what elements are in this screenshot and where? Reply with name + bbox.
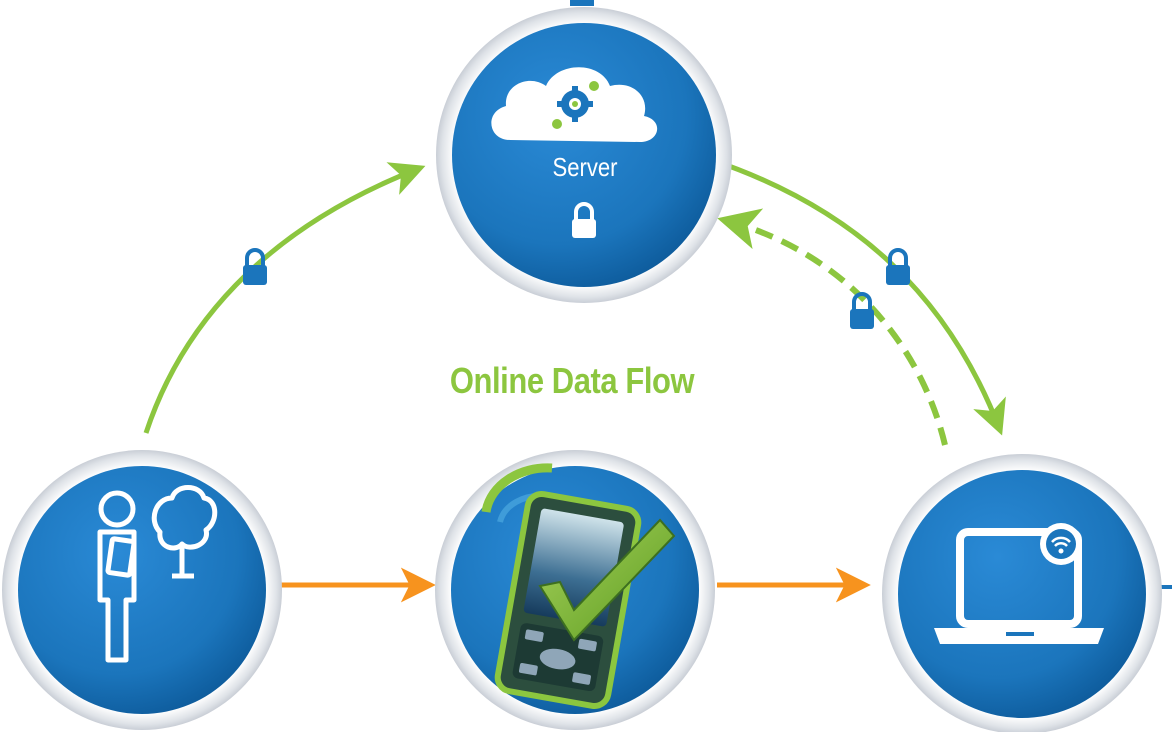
top-edge-accent [570, 0, 594, 6]
lock-icon [886, 248, 910, 285]
field-user-node [2, 450, 282, 730]
person-with-tablet-and-tree-icon [97, 485, 218, 663]
edge-user-to-server [143, 162, 426, 434]
lock-icon [243, 248, 267, 285]
diagram-title: Online Data Flow [449, 360, 695, 401]
laptop-wifi-icon [934, 523, 1104, 644]
lock-icon [850, 292, 874, 329]
edges [143, 157, 1006, 603]
mobile-device-node [435, 450, 715, 730]
cloud-gear-icon [491, 67, 658, 142]
lock-icon [572, 202, 596, 238]
edge-laptop-to-server-dashed [717, 208, 948, 446]
server-node [436, 7, 732, 303]
server-label: Server [552, 152, 618, 182]
handheld-checkmark-icon [481, 463, 676, 709]
laptop-node [882, 454, 1162, 732]
